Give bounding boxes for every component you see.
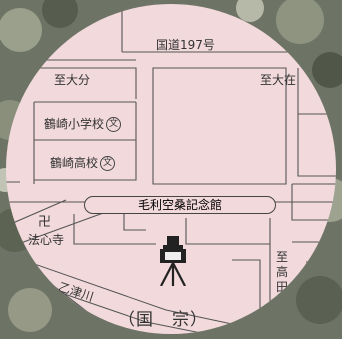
label-district: （国 宗） (118, 310, 208, 330)
label-route-197: 国道197号 (156, 38, 215, 52)
label-to-takada-1: 至 (276, 250, 289, 264)
label-to-oai: 至大在 (260, 73, 297, 87)
school-icon: 文 (106, 117, 122, 132)
label-tsurusaki-elementary: 鶴崎小学校文 (44, 117, 122, 132)
temple-icon: 卍 (38, 215, 52, 230)
label-tsurusaki-high-text: 鶴崎高校 (50, 156, 99, 170)
school-icon: 文 (100, 156, 116, 171)
label-tsurusaki-high: 鶴崎高校文 (50, 156, 116, 171)
label-to-takada-2: 高 (276, 265, 289, 279)
map-circle: 国道197号 至大分 至大在 鶴崎小学校文 鶴崎高校文 毛利空桑記念館 卍 法心… (6, 4, 336, 334)
road-map (6, 9, 336, 334)
label-museum: 毛利空桑記念館 (84, 196, 276, 214)
label-to-oita: 至大分 (54, 73, 91, 87)
surveyor-tripod-icon (160, 236, 186, 286)
label-temple: 法心寺 (28, 233, 65, 247)
label-to-takada-3: 田 (276, 280, 289, 294)
label-tsurusaki-elementary-text: 鶴崎小学校 (44, 117, 105, 131)
